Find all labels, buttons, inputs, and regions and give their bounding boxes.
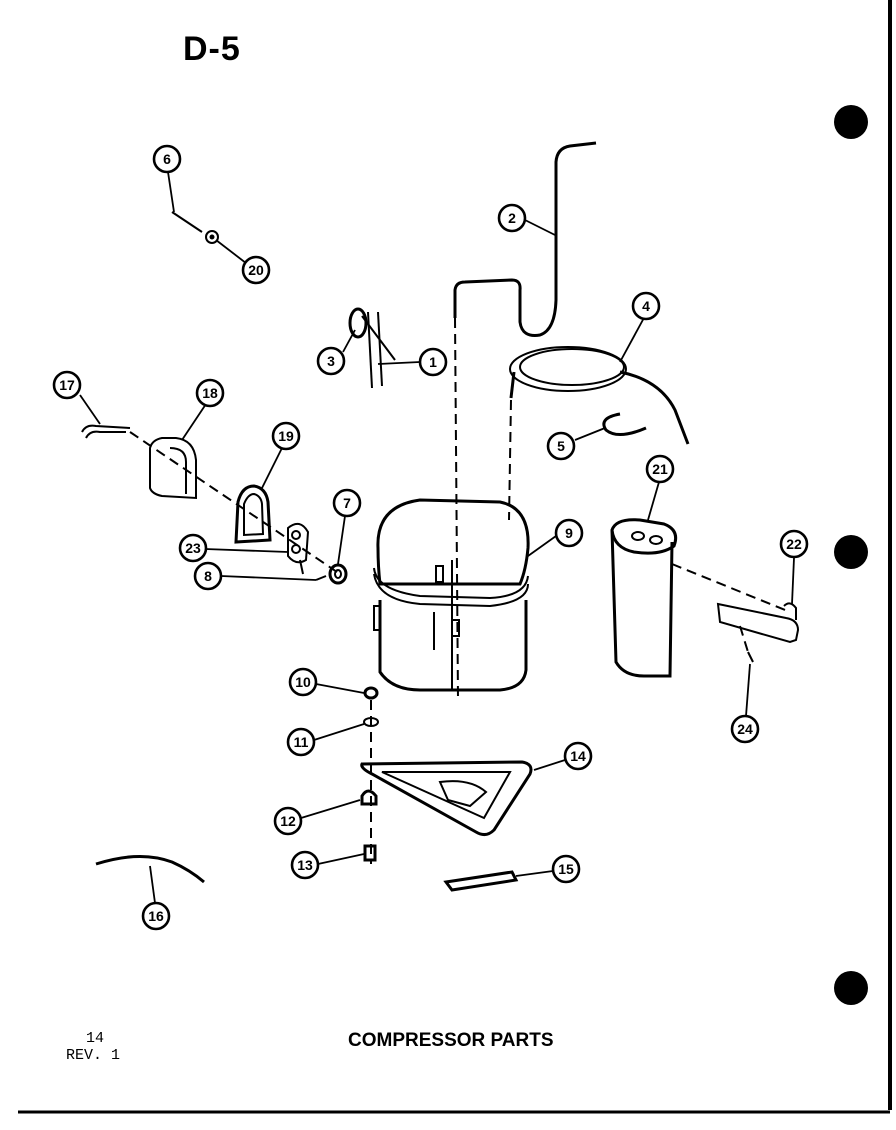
part-grommet — [315, 563, 348, 585]
assembly-line-right — [671, 563, 791, 613]
binder-hole-middle — [834, 535, 868, 569]
page-id: D-5 — [183, 30, 241, 68]
callout-label: 12 — [280, 813, 296, 829]
callout-label: 4 — [642, 298, 650, 314]
callout-label: 16 — [148, 908, 164, 924]
callout-label: 5 — [557, 438, 565, 454]
callout-9: 9 — [554, 518, 584, 548]
binder-hole-top — [834, 105, 868, 139]
assembly-line-strap-screw — [739, 625, 749, 653]
callout-18: 18 — [195, 378, 225, 408]
part-coil-tube — [509, 346, 690, 445]
callout-16: 16 — [141, 901, 171, 931]
part-wire — [95, 854, 205, 884]
callout-21: 21 — [645, 454, 675, 484]
part-capacitor-strap — [716, 602, 800, 663]
part-gasket — [234, 484, 272, 544]
callout-label: 7 — [343, 495, 351, 511]
callout-12: 12 — [273, 806, 303, 836]
assembly-line-left — [129, 431, 341, 575]
callout-10: 10 — [288, 667, 318, 697]
callout-label: 18 — [202, 385, 218, 401]
callout-14: 14 — [563, 741, 593, 771]
binder-hole-bottom — [834, 971, 868, 1005]
part-strap — [443, 870, 519, 892]
assembly-line-vertical — [454, 317, 459, 701]
callout-label: 9 — [565, 525, 573, 541]
part-compressor — [373, 498, 530, 692]
page-number: 14 — [86, 1030, 105, 1047]
part-capacitor — [610, 518, 678, 678]
leader-lines — [79, 171, 795, 904]
callout-6: 6 — [152, 144, 182, 174]
callout-label: 11 — [294, 734, 309, 750]
callout-label: 10 — [295, 674, 311, 690]
part-clip — [602, 412, 647, 436]
callout-13: 13 — [290, 850, 320, 880]
callout-label: 23 — [185, 540, 201, 556]
revision-label: REV. 1 — [66, 1047, 121, 1064]
callout-1: 1 — [418, 347, 448, 377]
part-bracket-clip — [81, 424, 131, 439]
callout-label: 2 — [508, 210, 516, 226]
part-overload — [287, 522, 310, 575]
callout-15: 15 — [551, 854, 581, 884]
assembly-line-coil — [508, 399, 512, 521]
callout-20: 20 — [241, 255, 271, 285]
callout-label: 15 — [558, 861, 574, 877]
callout-label: 17 — [59, 377, 75, 393]
callout-3: 3 — [316, 346, 346, 376]
callout-23: 23 — [178, 533, 208, 563]
part-screw-and-washer — [171, 211, 219, 244]
callout-8: 8 — [193, 561, 223, 591]
callout-19: 19 — [271, 421, 301, 451]
callout-7: 7 — [332, 488, 362, 518]
callout-2: 2 — [497, 203, 527, 233]
callout-11: 11 — [286, 727, 316, 757]
callout-label: 1 — [429, 354, 437, 370]
callout-4: 4 — [631, 291, 661, 321]
callout-24: 24 — [730, 714, 760, 744]
callout-label: 14 — [570, 748, 586, 764]
part-base-plate — [360, 760, 533, 837]
part-terminal-cover — [149, 437, 197, 500]
part-fitting — [348, 307, 396, 389]
callout-label: 20 — [248, 262, 264, 278]
callout-label: 22 — [786, 536, 802, 552]
callout-22: 22 — [779, 529, 809, 559]
callout-17: 17 — [52, 370, 82, 400]
callout-label: 8 — [204, 568, 212, 584]
part-discharge-tube — [453, 141, 597, 337]
callout-5: 5 — [546, 431, 576, 461]
callout-label: 19 — [278, 428, 294, 444]
callout-label: 6 — [163, 151, 171, 167]
callout-label: 13 — [297, 857, 313, 873]
diagram-title: COMPRESSOR PARTS — [348, 1030, 554, 1051]
callout-label: 3 — [327, 353, 335, 369]
callout-label: 21 — [652, 461, 668, 477]
callout-label: 24 — [737, 721, 753, 737]
